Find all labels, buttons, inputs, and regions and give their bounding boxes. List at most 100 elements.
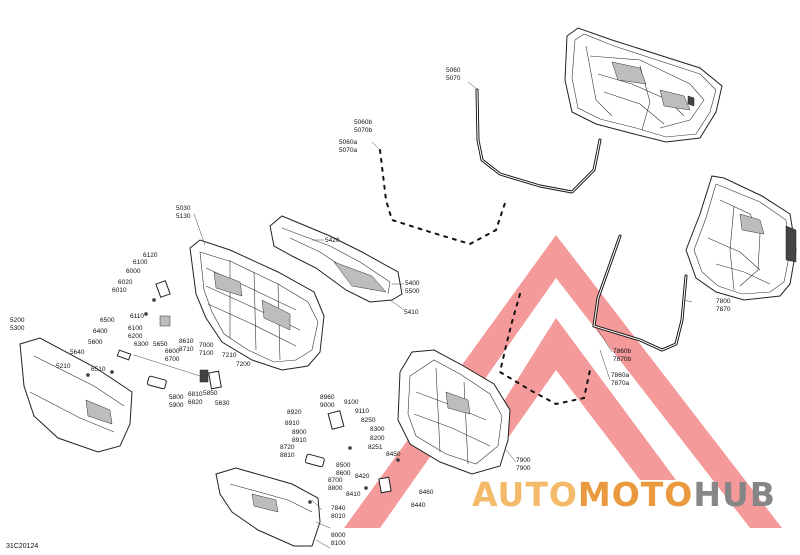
label-9100: 9100 [344, 399, 359, 406]
label-8440: 8440 [411, 502, 426, 509]
label-7870b: 7870b [613, 356, 631, 363]
label-7210: 7210 [222, 352, 237, 359]
label-8720: 8720 [280, 444, 295, 451]
label-8800: 8800 [328, 485, 343, 492]
front-door-frame [189, 239, 325, 371]
label-5210: 5210 [56, 363, 71, 370]
watermark-inner-triangle [470, 318, 676, 480]
label-7860b: 7860b [613, 348, 631, 355]
label-5070b: 5070b [354, 127, 372, 134]
label-8450: 8450 [386, 451, 401, 458]
label-5200: 5200 [10, 317, 25, 324]
label-8460: 8460 [419, 489, 434, 496]
label-8100: 8100 [331, 540, 346, 547]
label-7200: 7200 [236, 361, 251, 368]
label-6300: 6300 [134, 341, 149, 348]
part-labels: 5060 5070 5060b 5070b 5060a 5070a 5030 5… [6, 67, 731, 550]
watermark-triangle [344, 235, 782, 528]
watermark-text-moto: MOTO [578, 475, 693, 514]
label-7870a: 7870a [611, 380, 629, 387]
label-8250: 8250 [361, 417, 376, 424]
label-6600: 6600 [165, 348, 180, 355]
watermark-text-hub: HUB [693, 475, 776, 514]
label-8810: 8810 [280, 452, 295, 459]
label-5070a: 5070a [339, 147, 357, 154]
label-6200: 6200 [128, 333, 143, 340]
upper-rear-door-frame [564, 27, 723, 143]
label-8200: 8200 [370, 435, 385, 442]
label-5300: 5300 [10, 325, 25, 332]
label-8920: 8920 [287, 409, 302, 416]
label-5600: 5600 [88, 339, 103, 346]
label-8610: 8610 [179, 338, 194, 345]
label-5070: 5070 [446, 75, 461, 82]
label-6400: 6400 [93, 328, 108, 335]
label-7840: 7840 [331, 505, 346, 512]
label-6510: 6510 [91, 366, 106, 373]
label-6100: 6100 [133, 259, 148, 266]
label-5400: 5400 [405, 280, 420, 287]
label-8300: 8300 [370, 426, 385, 433]
leader-lines [193, 81, 693, 549]
label-8410: 8410 [346, 491, 361, 498]
label-7800: 7800 [716, 298, 731, 305]
label-5060b: 5060b [354, 119, 372, 126]
rear-latch-hardware [304, 410, 400, 504]
label-5410: 5410 [404, 309, 419, 316]
label-6810: 6810 [188, 391, 203, 398]
front-door-outer-panel [19, 337, 133, 453]
watermark-logo: AUTOMOTOHUB [344, 235, 782, 528]
label-7900b: 7900 [516, 465, 531, 472]
front-latch-hardware [86, 280, 222, 390]
label-8960: 8960 [320, 394, 335, 401]
label-8710: 8710 [179, 346, 194, 353]
label-5650: 5650 [153, 341, 168, 348]
label-5900: 5900 [169, 402, 184, 409]
watermark-text-auto: AUTO [472, 475, 578, 514]
label-7900: 7900 [516, 457, 531, 464]
label-6120: 6120 [143, 252, 158, 259]
label-7100: 7100 [199, 350, 214, 357]
label-8910: 8910 [285, 420, 300, 427]
label-5030: 5030 [176, 205, 191, 212]
label-6820: 6820 [188, 399, 203, 406]
right-rear-door-frame [685, 175, 797, 301]
label-8700: 8700 [328, 477, 343, 484]
label-5640: 5640 [70, 349, 85, 356]
dashed-seal-routing [379, 149, 591, 406]
label-8000: 8000 [331, 532, 346, 539]
label-5630: 5630 [215, 400, 230, 407]
label-9000: 9000 [320, 402, 335, 409]
label-6020: 6020 [118, 279, 133, 286]
label-5850: 5850 [203, 390, 218, 397]
rear-door-frame [397, 349, 511, 475]
label-6010: 6010 [112, 287, 127, 294]
label-8500: 8500 [336, 462, 351, 469]
label-7860a: 7860a [611, 372, 629, 379]
label-9110: 9110 [355, 408, 369, 415]
label-7000: 7000 [199, 342, 214, 349]
rear-door-outer-panel [215, 467, 321, 547]
door-inner-panel-5420 [269, 215, 403, 303]
label-8420: 8420 [355, 473, 370, 480]
label-8251: 8251 [368, 444, 383, 451]
label-5060a: 5060a [339, 139, 357, 146]
label-5130: 5130 [176, 213, 191, 220]
label-6700: 6700 [165, 356, 180, 363]
label-5420: 5420 [325, 237, 340, 244]
label-5800: 5800 [169, 394, 184, 401]
figure-id: 31C20124 [6, 543, 38, 550]
label-6000: 6000 [126, 268, 141, 275]
upper-door-seal [475, 88, 602, 194]
label-8910b: 8910 [292, 437, 307, 444]
label-8900: 8900 [292, 429, 307, 436]
label-8010: 8010 [331, 513, 346, 520]
label-6500: 6500 [100, 317, 115, 324]
lower-door-seal [592, 234, 688, 352]
label-6110: 6110 [130, 313, 144, 320]
label-5060: 5060 [446, 67, 461, 74]
label-7870: 7870 [716, 306, 731, 313]
label-8600: 8600 [336, 470, 351, 477]
label-6100b: 6100 [128, 325, 143, 332]
